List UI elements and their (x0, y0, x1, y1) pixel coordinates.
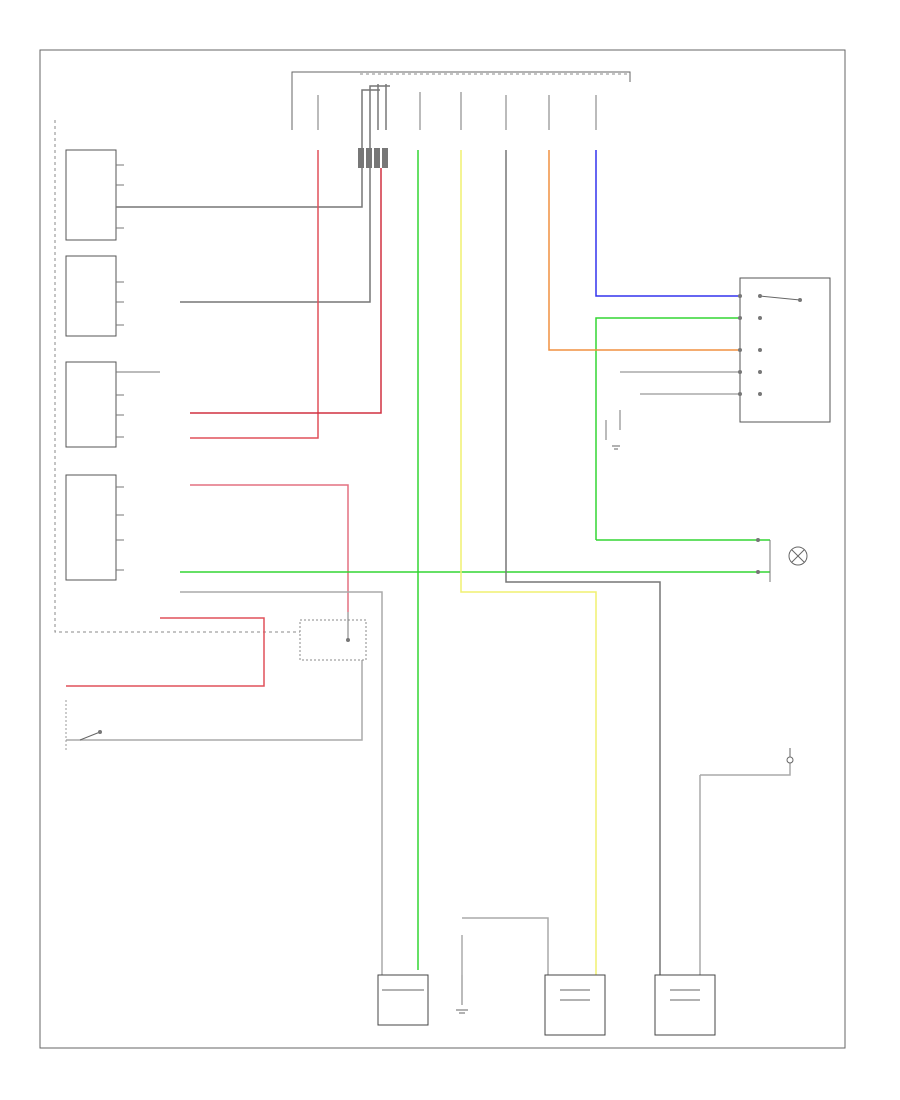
wire-dark-gray-center (505, 150, 661, 975)
wire-yellow (460, 150, 597, 975)
module-1 (65, 149, 117, 241)
wire-terminals (738, 294, 760, 574)
wire-green (180, 150, 770, 970)
fuse-box-outline (291, 71, 631, 130)
module-pins (116, 164, 160, 571)
actuator-right (654, 974, 716, 1036)
wire-light-gray (66, 371, 791, 975)
switch-left-bottom (65, 700, 102, 750)
module-3 (65, 361, 117, 448)
module-2 (65, 255, 117, 337)
wire-orange (548, 150, 740, 351)
lamp-right (769, 540, 808, 582)
actuator-left (544, 974, 606, 1036)
module-4 (65, 474, 117, 581)
sensor-right-mid (605, 410, 621, 450)
connector-block-top (358, 148, 388, 168)
relay-center (299, 612, 367, 661)
switch-right (739, 277, 831, 423)
wire-red (66, 150, 382, 687)
sensor-right-bottom (786, 748, 794, 764)
ground-bottom-center (456, 975, 468, 1014)
motor-left (377, 974, 429, 1026)
wire-blue (595, 150, 740, 297)
diagram-frame (39, 49, 846, 1049)
fuse-row (317, 92, 597, 130)
module-boundary (54, 120, 352, 633)
wire-dark-gray-bundle (116, 84, 390, 303)
